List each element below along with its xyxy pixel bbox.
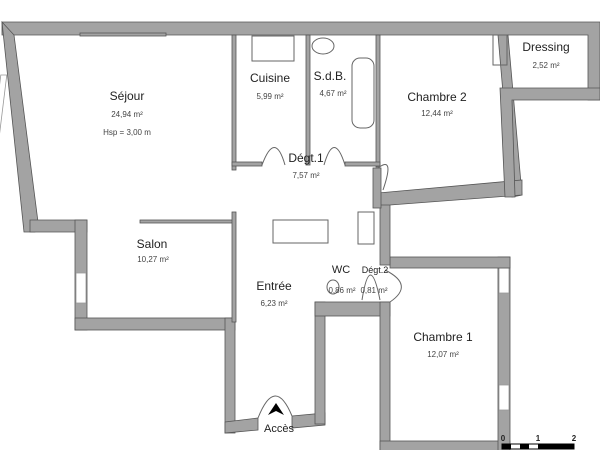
wall-sdb-bottom [344,161,381,167]
room-name-sejour: Séjour [109,89,145,103]
room-area-degt-2: 0,81 m² [360,286,388,295]
room-name-salon: Salon [136,237,168,251]
window-ch1-a [498,267,510,294]
room-area-entree: 6,23 m² [260,299,288,308]
wall-salon-entree [231,211,237,323]
scale-bar [501,443,575,450]
window-ch1-b [498,384,510,411]
placard [357,211,375,245]
door-sdb [323,147,346,166]
sink-icon [251,35,295,62]
room-name-degt-1: Dégt.1 [288,151,324,165]
scale-tick-1: 1 [535,434,541,443]
door-entree [257,395,293,419]
door-cuisine [261,147,286,166]
room-name-dressing: Dressing [522,40,570,54]
access-arrow-icon [268,403,284,415]
wall-ch1-left [379,301,391,450]
room-name-sdb: S.d.B. [313,69,347,83]
room-area-wc: 0,86 m² [328,286,356,295]
closet [272,219,329,244]
wall-ch1-top [389,256,511,269]
wall-ch1-bottom [379,440,511,450]
room-area-dressing: 2,52 m² [532,61,560,70]
room-name-chambre-1: Chambre 1 [413,330,473,344]
room-area-sejour: 24,94 m² [111,110,143,119]
scale-tick-0: 0 [500,434,506,443]
ceiling-height: Hsp = 3,00 m [103,128,151,137]
wall-sejour-window-top [79,32,167,37]
bathtub-icon [351,57,375,129]
door-dg2 [361,274,381,301]
wall-entree-bottom-left [224,417,259,434]
wall-sdb-right [375,34,381,168]
wall-cuisine-right [305,34,311,166]
wall-dg1-right [372,167,382,209]
wall-dg2-right [379,199,391,266]
window-sejour [0,74,8,166]
door-ch1 [384,269,402,303]
wall-entree-left [224,317,236,434]
room-name-chambre-2: Chambre 2 [407,90,467,104]
room-area-chambre-2: 12,44 m² [421,109,453,118]
room-area-degt-1: 7,57 m² [292,171,320,180]
room-name-degt-2: Dégt.2 [361,265,389,275]
wall-dressing-left [492,34,508,66]
room-area-salon: 10,27 m² [137,255,169,264]
scale-tick-2: 2 [571,434,577,443]
wall-cuisine-bottom [231,161,263,167]
wall-entree-right [314,301,326,425]
room-name-cuisine: Cuisine [249,71,291,85]
wall-salon-bottom [74,317,236,331]
wall-wc-bottom [314,301,391,317]
washbasin-icon [311,37,335,55]
wall-cuisine-left [231,34,237,171]
room-area-cuisine: 5,99 m² [256,92,284,101]
wall-salon-partition [139,219,236,224]
wall-dressing-bottom [499,87,600,198]
window-salon [75,272,87,304]
room-area-chambre-1: 12,07 m² [427,350,459,359]
room-name-entree: Entrée [256,279,292,293]
room-name-wc: WC [331,264,351,276]
door-ch2 [377,164,389,191]
access-label: Accès [264,423,294,435]
wall-left [1,20,39,233]
wall-ch2-bottom [377,179,523,206]
room-area-sdb: 4,67 m² [319,89,347,98]
toilet-icon [326,279,340,295]
